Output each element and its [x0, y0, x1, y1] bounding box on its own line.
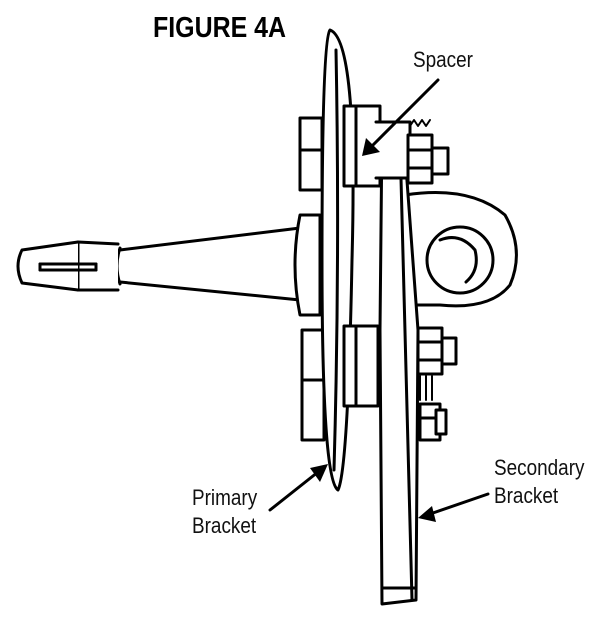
secondary-bracket-label: Secondary Bracket [494, 454, 584, 510]
primary-bracket-label: Primary Bracket [192, 484, 257, 540]
spindle-hub [293, 116, 326, 442]
secondary-bracket-label-line1: Secondary [494, 455, 585, 480]
leader-arrows [268, 78, 490, 522]
spacer-label: Spacer [413, 47, 473, 72]
upper-bolt [374, 119, 450, 185]
primary-bracket-arrow-line [268, 470, 320, 512]
spacer-arrow-head [362, 138, 380, 156]
figure-title: FIGURE 4A [153, 12, 287, 44]
secondary-bracket-label-line2: Bracket [494, 483, 559, 508]
primary-bracket-plate [320, 28, 355, 492]
secondary-bracket-arrow-line [428, 492, 490, 516]
spindle-shaft [16, 226, 302, 302]
primary-bracket-label-line1: Primary [192, 485, 258, 510]
steering-arm [403, 191, 518, 308]
primary-bracket-label-line2: Bracket [192, 513, 257, 538]
secondary-bracket-plate [378, 126, 420, 606]
spacer-arrow-line [368, 78, 440, 150]
secondary-bracket-arrow-head [418, 506, 436, 522]
middle-bolt [416, 326, 458, 401]
lower-bolt [418, 402, 448, 442]
primary-bracket-arrow-head [310, 464, 328, 482]
